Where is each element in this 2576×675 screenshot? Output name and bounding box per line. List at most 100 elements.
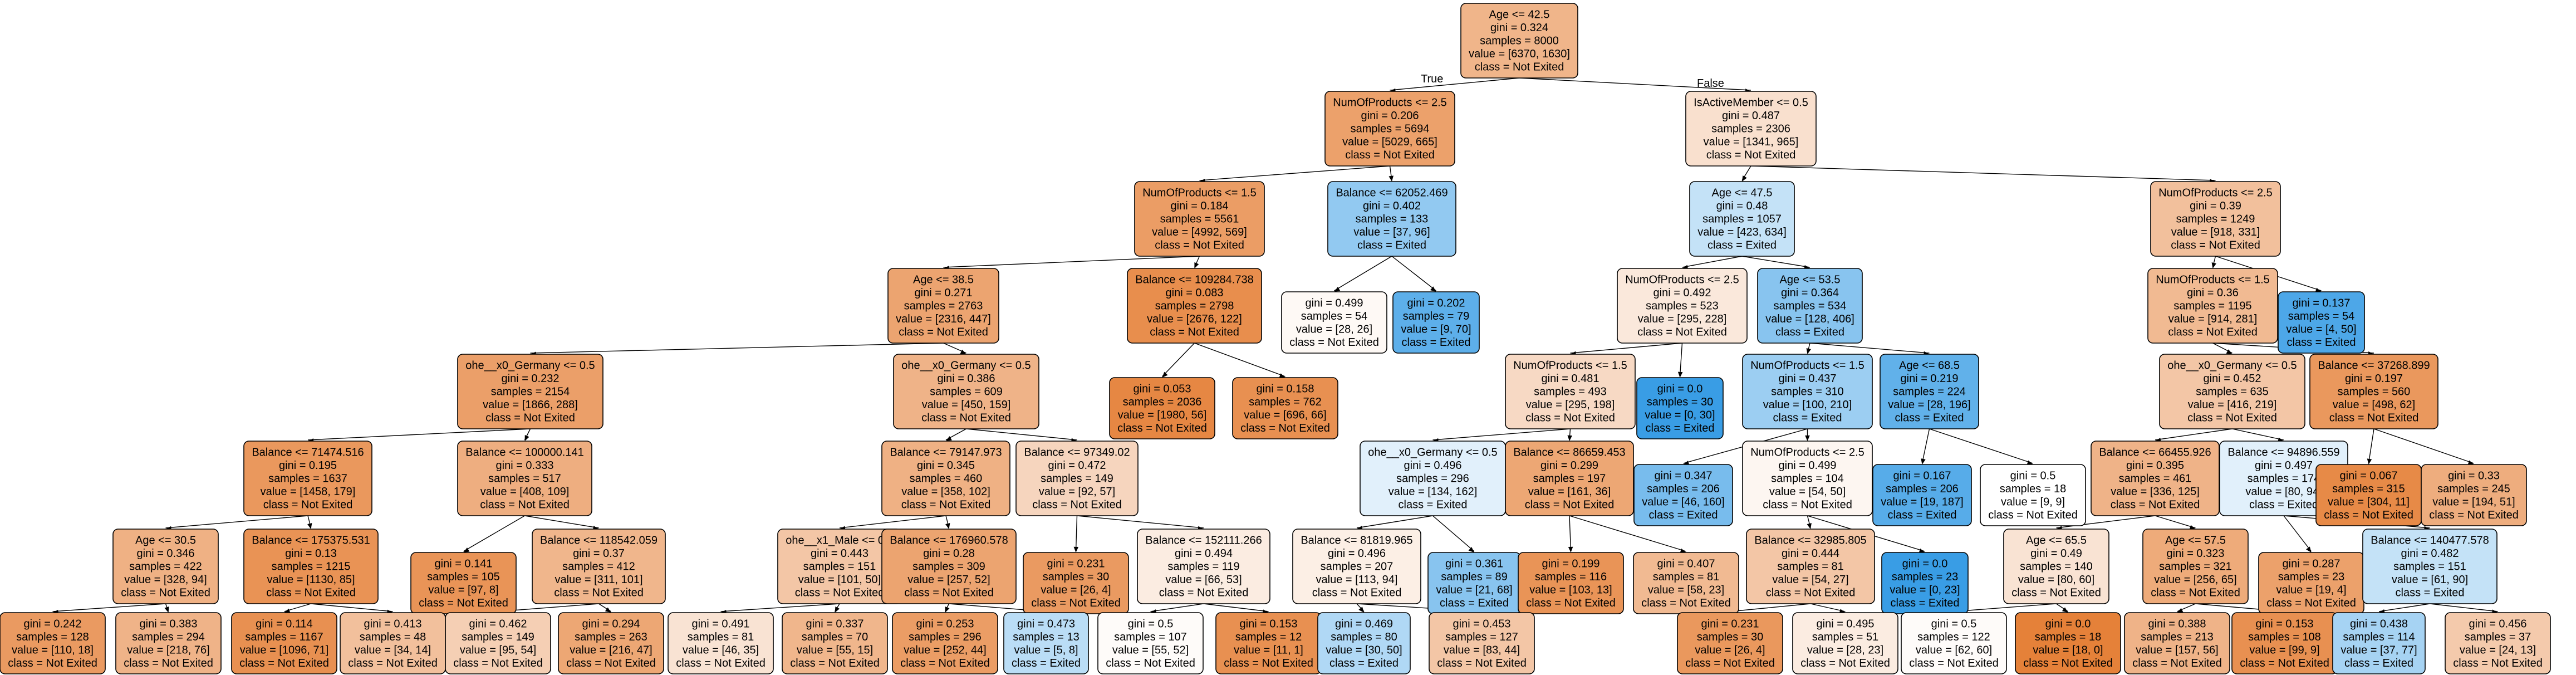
tree-node-text: value = [161, 36]: [1528, 486, 1611, 498]
tree-node-text: value = [696, 66]: [1244, 409, 1326, 422]
tree-node-text: gini = 0.496: [1328, 547, 1386, 560]
tree-node-text: gini = 0.167: [1893, 470, 1951, 482]
tree-edge: [1569, 515, 1572, 552]
tree-node-text: gini = 0.0: [1902, 558, 1948, 570]
tree-node-text: ohe__x0_Germany <= 0.5: [901, 360, 1031, 372]
tree-node-text: gini = 0.452: [2204, 373, 2261, 385]
tree-node-box: [2362, 529, 2498, 604]
tree-edge: [1929, 428, 2033, 464]
tree-node-text: Balance <= 109284.738: [1135, 274, 1253, 286]
tree-node-text: value = [358, 102]: [901, 486, 990, 498]
tree-node-text: samples = 2154: [491, 386, 570, 398]
tree-node-box: [1689, 181, 1795, 257]
tree-node-text: class = Not Exited: [554, 587, 644, 599]
tree-edge: [1077, 515, 1204, 529]
tree-node-text: class = Exited: [1888, 509, 1957, 521]
tree-node-text: value = [295, 198]: [1526, 399, 1615, 411]
tree-node-text: class = Not Exited: [1289, 336, 1379, 349]
tree-node-text: samples = 294: [132, 631, 205, 643]
tree-node-box: [115, 612, 222, 674]
tree-node-box: [112, 529, 219, 604]
tree-node-box: [2445, 612, 2551, 674]
tree-node-text: samples = 5694: [1351, 123, 1430, 135]
tree-edge-arrowhead: [164, 606, 169, 613]
tree-node-text: gini = 0.067: [2340, 470, 2398, 482]
tree-node-text: value = [26, 4]: [1041, 584, 1111, 596]
tree-node-text: class = Not Exited: [1526, 597, 1616, 609]
tree-edge-arrowhead: [1194, 262, 1199, 268]
tree-node-text: class = Not Exited: [239, 657, 329, 669]
tree-edge-arrowhead: [2189, 525, 2196, 530]
tree-node-text: samples = 2798: [1155, 300, 1234, 312]
tree-edge: [1750, 165, 2216, 181]
tree-node-text: gini = 0.199: [1542, 558, 1600, 570]
tree-node-text: Age <= 65.5: [2026, 535, 2087, 547]
tree-node-text: gini = 0.287: [2283, 558, 2341, 570]
tree-node-text: gini = 0.444: [1782, 547, 1839, 560]
tree-edge: [1199, 165, 1390, 181]
tree-node-text: class = Not Exited: [795, 587, 885, 599]
tree-node-text: Age <= 38.5: [913, 274, 974, 286]
tree-node-box: [1792, 612, 1898, 674]
tree-edge: [2155, 515, 2196, 529]
tree-node-box: [1097, 612, 1204, 674]
tree-node-text: class = Not Exited: [2240, 657, 2329, 669]
tree-node-text: gini = 0.49: [2030, 547, 2082, 560]
tree-node-text: value = [101, 50]: [798, 574, 881, 586]
tree-node-text: gini = 0.386: [938, 373, 995, 385]
tree-node-text: samples = 310: [1771, 386, 1844, 398]
tree-node-text: class = Exited: [1773, 412, 1842, 424]
tree-edge-arrowhead: [1567, 435, 1572, 441]
tree-node-text: samples = 149: [1041, 473, 1113, 485]
tree-node-text: gini = 0.271: [915, 287, 973, 299]
tree-edge-arrowhead: [835, 606, 840, 613]
tree-node-text: class = Exited: [2287, 336, 2356, 349]
tree-edge: [720, 603, 840, 612]
tree-node-box: [668, 612, 774, 674]
tree-node-text: gini = 0.496: [1404, 459, 1462, 472]
tree-node-text: samples = 8000: [1480, 35, 1559, 47]
tree-edge-arrowhead: [2211, 262, 2216, 268]
tree-node-text: gini = 0.48: [1716, 200, 1768, 212]
tree-node-text: class = Not Exited: [480, 499, 570, 511]
tree-node-text: class = Not Exited: [2187, 412, 2277, 424]
tree-edge: [966, 428, 1077, 441]
tree-node-text: class = Exited: [1646, 422, 1715, 434]
tree-node-text: samples = 140: [2020, 561, 2093, 573]
tree-node-box: [1292, 529, 1421, 604]
tree-node-text: Balance <= 86659.453: [1513, 447, 1625, 459]
tree-edge-arrowhead: [1805, 435, 1810, 441]
tree-node-text: samples = 263: [575, 631, 647, 643]
tree-node-text: Balance <= 140477.578: [2371, 535, 2489, 547]
tree-node-text: class = Not Exited: [790, 657, 880, 669]
tree-edge-labels: True False: [1421, 73, 1724, 90]
tree-edge-arrowhead: [2062, 607, 2068, 613]
tree-node-text: samples = 460: [910, 473, 983, 485]
tree-node-box: [2124, 612, 2230, 674]
tree-node-text: value = [95, 54]: [460, 644, 536, 657]
tree-edge: [1356, 515, 1433, 529]
tree-edge: [1954, 603, 2057, 612]
tree-node-text: gini = 0.0: [2045, 618, 2091, 630]
tree-edge: [307, 428, 531, 441]
tree-edge-arrowhead: [307, 523, 312, 529]
tree-node-box: [1636, 377, 1724, 439]
tree-node-text: class = Not Exited: [1106, 657, 1195, 669]
tree-node-text: value = [19, 187]: [1881, 496, 1963, 508]
tree-node-text: samples = 30: [1697, 631, 1764, 643]
